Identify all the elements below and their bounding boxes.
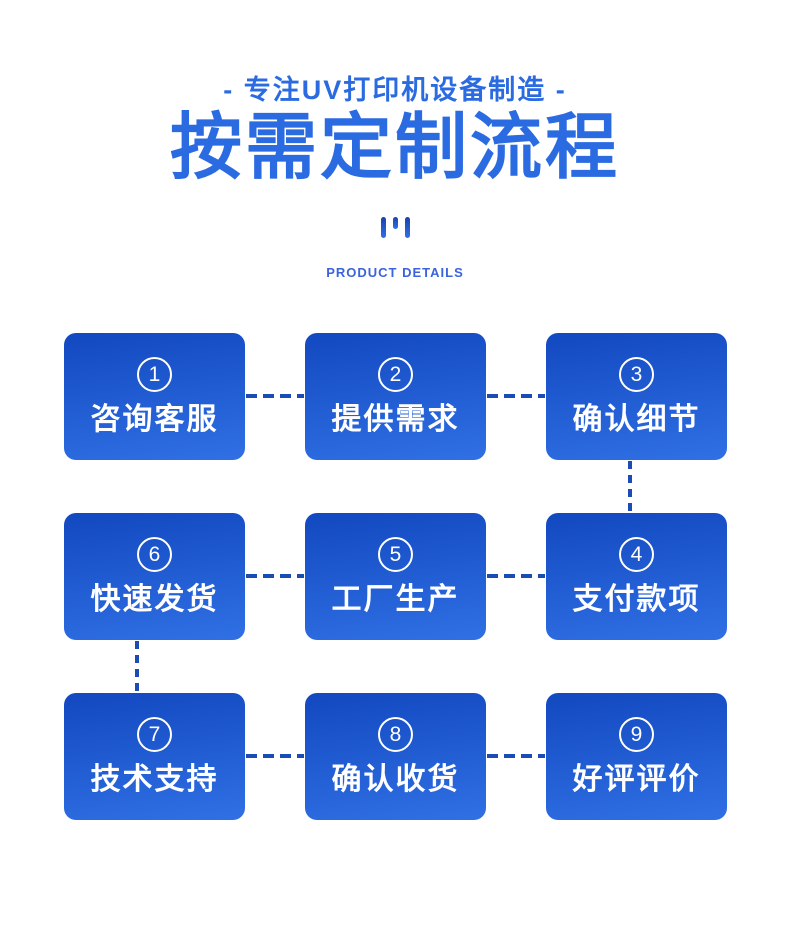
step-number-badge: 2 xyxy=(378,357,413,392)
step-number: 7 xyxy=(148,723,161,746)
dashed-connector-horizontal xyxy=(487,754,545,758)
step-number: 4 xyxy=(630,543,643,566)
step-label: 咨询客服 xyxy=(90,403,219,436)
step-number-badge: 3 xyxy=(619,357,654,392)
step-box-2: 2 提供需求 xyxy=(305,333,486,460)
step-box-7: 7 技术支持 xyxy=(64,693,245,820)
step-box-6: 6 快速发货 xyxy=(64,513,245,640)
bar-middle xyxy=(392,217,398,229)
bar-right xyxy=(404,217,410,238)
step-number-badge: 8 xyxy=(378,717,413,752)
dashed-connector-vertical xyxy=(135,641,139,692)
step-number: 8 xyxy=(389,723,402,746)
step-number-badge: 4 xyxy=(619,537,654,572)
dashed-connector-horizontal xyxy=(487,574,545,578)
dashed-connector-horizontal xyxy=(246,574,304,578)
step-label: 工厂生产 xyxy=(331,583,460,616)
section-label: PRODUCT DETAILS xyxy=(326,265,464,280)
dashed-connector-horizontal xyxy=(246,754,304,758)
step-number: 9 xyxy=(630,723,643,746)
step-number: 5 xyxy=(389,543,402,566)
step-box-1: 1 咨询客服 xyxy=(64,333,245,460)
step-number-badge: 5 xyxy=(378,537,413,572)
step-number: 3 xyxy=(630,363,643,386)
dashed-connector-vertical xyxy=(628,461,632,512)
step-label: 支付款项 xyxy=(572,583,701,616)
step-box-8: 8 确认收货 xyxy=(305,693,486,820)
step-number-badge: 1 xyxy=(137,357,172,392)
dashed-connector-horizontal xyxy=(487,394,545,398)
step-label: 快速发货 xyxy=(90,583,219,616)
dashed-connector-horizontal xyxy=(246,394,304,398)
step-label: 确认细节 xyxy=(572,403,701,436)
step-number-badge: 6 xyxy=(137,537,172,572)
subtitle: - 专注UV打印机设备制造 - xyxy=(223,75,567,105)
step-box-4: 4 支付款项 xyxy=(546,513,727,640)
step-label: 技术支持 xyxy=(90,763,219,796)
step-box-5: 5 工厂生产 xyxy=(305,513,486,640)
step-number-badge: 7 xyxy=(137,717,172,752)
step-label: 好评评价 xyxy=(572,763,701,796)
step-box-3: 3 确认细节 xyxy=(546,333,727,460)
process-flow: 1 咨询客服 2 提供需求 3 确认细节 6 快速发货 5 xyxy=(0,333,790,820)
step-number-badge: 9 xyxy=(619,717,654,752)
bars-icon xyxy=(0,217,790,241)
step-number: 6 xyxy=(148,543,161,566)
step-number: 2 xyxy=(389,363,402,386)
page-title: 按需定制流程 xyxy=(169,108,620,188)
step-box-9: 9 好评评价 xyxy=(546,693,727,820)
step-label: 确认收货 xyxy=(331,763,460,796)
step-number: 1 xyxy=(148,363,161,386)
step-label: 提供需求 xyxy=(331,403,460,436)
bar-left xyxy=(380,217,386,238)
